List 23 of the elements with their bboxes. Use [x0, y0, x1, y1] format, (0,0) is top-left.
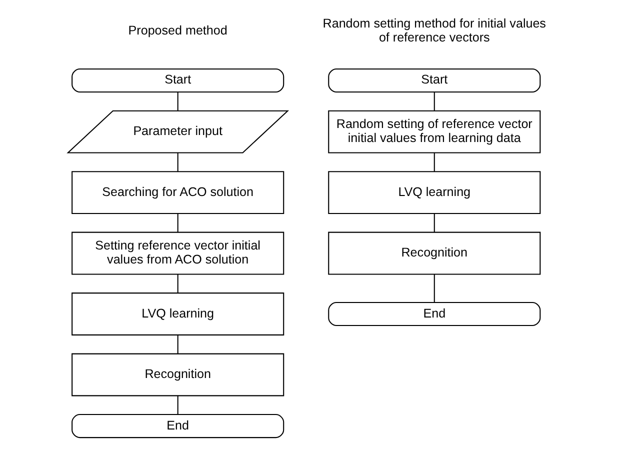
connector — [433, 153, 434, 172]
node-box: Setting reference vector initial values from ACO solution — [71, 232, 284, 275]
node-box: LVQ learning — [71, 292, 284, 336]
node-box: Start — [71, 68, 284, 93]
node-box: LVQ learning — [328, 171, 540, 214]
connector — [433, 274, 434, 302]
label: Proposed method — [128, 24, 227, 38]
connector — [176, 274, 178, 293]
node-box: Recognition — [71, 353, 284, 396]
node-box: Recognition — [328, 232, 540, 275]
connector — [176, 92, 178, 111]
connector — [176, 214, 178, 232]
node-box: Start — [328, 68, 540, 93]
connector — [433, 214, 434, 232]
label: Random setting method for initial values of reference vectors — [322, 16, 546, 44]
node-box: End — [71, 414, 284, 438]
connector — [176, 335, 178, 354]
node-box: Searching for ACO solution — [71, 171, 284, 214]
connector — [176, 396, 178, 414]
node-box: Random setting of reference vector initial values from learning data — [328, 110, 540, 154]
connector — [433, 92, 434, 111]
connector — [176, 153, 178, 172]
node-box: End — [328, 302, 540, 326]
